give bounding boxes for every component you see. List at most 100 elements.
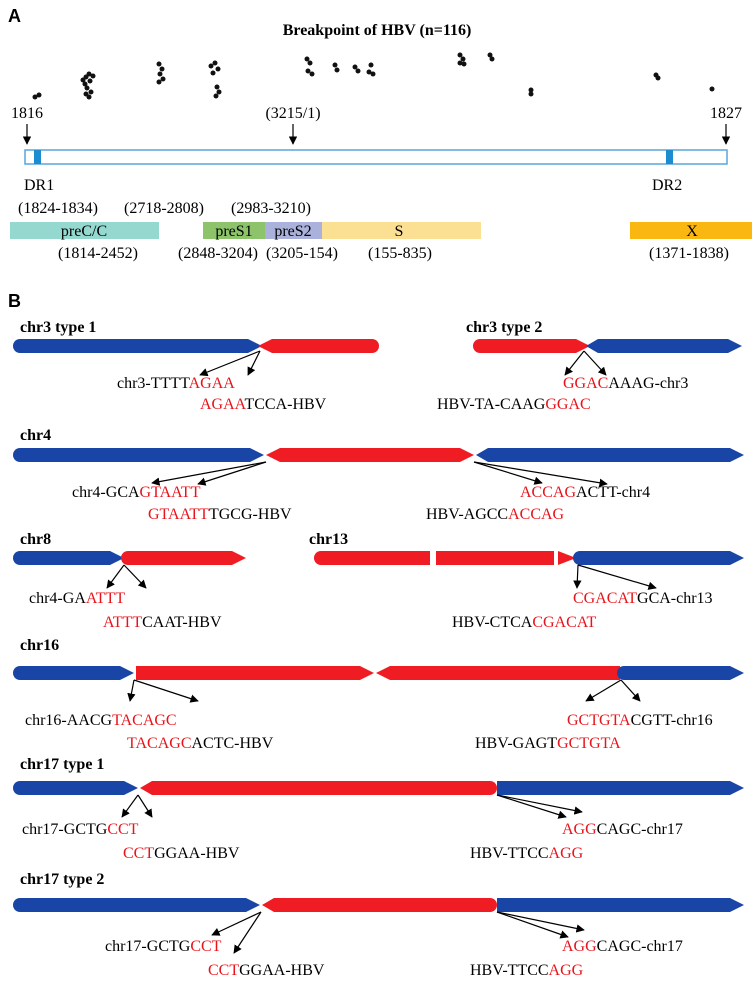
- gene-preCC-range: (1814-2452): [58, 245, 138, 262]
- junction-arrow: [496, 911, 569, 939]
- group-title: chr13: [309, 531, 348, 548]
- pos-right-label: 1827: [710, 105, 742, 122]
- hbv-segment: [136, 666, 374, 680]
- group-chr3-type2: chr3 type 2 GGACAAAG-chr3 HBV-TA-CAAGGGA…: [437, 319, 742, 413]
- hbv-segment: [258, 339, 379, 353]
- junction-seq-a: chr3-TTTTAGAA: [117, 375, 235, 392]
- group-title: chr17 type 1: [20, 756, 104, 773]
- junction-arrow: [573, 564, 582, 589]
- group-chr16: chr16 chr16-AACGTACAGC TACAGCACTC-HBV GC…: [13, 637, 744, 752]
- gene-preS1-range: (2848-3204): [178, 245, 258, 262]
- gene-S-block: [322, 222, 481, 239]
- junction-seq-d: HBV-TTCCAGG: [470, 962, 584, 979]
- group-chr17-type2: chr17 type 2 chr17-GCTGCCT CCTGGAA-HBV A…: [13, 871, 744, 979]
- junction-arrow: [247, 350, 261, 376]
- gene-X-name: X: [686, 223, 698, 240]
- junction-seq-b: AGAATCCA-HBV: [200, 396, 327, 413]
- preS1-top-range: (2718-2808): [124, 200, 204, 217]
- hbv-segment: [262, 898, 497, 912]
- junction-seq-a: chr17-GCTGCCT: [105, 938, 222, 955]
- chromosome-segment: [13, 448, 264, 462]
- group-chr3-type1: chr3 type 1 chr3-TTTTAGAA AGAATCCA-HBV: [13, 319, 379, 413]
- chromosome-segment: [497, 898, 744, 912]
- junction-seq-b: CCTGGAA-HBV: [123, 845, 240, 862]
- chromosome-segment: [586, 339, 742, 353]
- junction-seq-a: chr4-GAATTT: [29, 590, 125, 607]
- junction-arrow: [199, 350, 261, 377]
- panel-a-label: A: [8, 6, 21, 26]
- junction-arrow: [151, 461, 267, 486]
- group-chr13: chr13 CGACATGCA-chr13 HBV-CTCACGACAT: [309, 531, 744, 631]
- junction-seq-b: ATTTCAAT-HBV: [103, 614, 222, 631]
- junction-arrow: [123, 564, 147, 589]
- chromosome-segment: [13, 666, 134, 680]
- junction-arrow: [197, 461, 267, 486]
- junction-seq-c: GCTGTACGTT-chr16: [567, 712, 713, 729]
- chromosome-segment: [13, 339, 262, 353]
- hbv-segment: [266, 448, 474, 462]
- hbv-segment: [121, 551, 246, 565]
- junction-arrow: [620, 679, 641, 702]
- dr1-range: (1824-1834): [18, 200, 98, 217]
- junction-seq-a: CGACATGCA-chr13: [573, 590, 713, 607]
- chromosome-segment: [13, 551, 124, 565]
- gene-preCC-name: preC/C: [61, 223, 107, 240]
- junction-arrow: [577, 564, 657, 590]
- junction-arrow: [473, 461, 608, 487]
- junction-arrow: [496, 794, 567, 819]
- gene-preS1-name: preS1: [215, 223, 252, 240]
- hbv-segment: [376, 666, 620, 680]
- hbv-segment: [314, 551, 430, 565]
- group-chr17-type1: chr17 type 1 chr17-GCTGCCT CCTGGAA-HBV A…: [13, 756, 744, 862]
- dr2-marker: [666, 150, 673, 164]
- dr1-label: DR1: [24, 177, 54, 194]
- junction-arrow: [496, 911, 585, 933]
- group-title: chr17 type 2: [20, 871, 104, 888]
- preS2-top-range: (2983-3210): [231, 200, 311, 217]
- junction-arrow: [211, 911, 262, 936]
- panel-b-label: B: [8, 291, 21, 311]
- junction-seq-c: AGGCAGC-chr17: [562, 821, 683, 838]
- chromosome-segment: [573, 551, 744, 565]
- group-chr4: chr4 chr4-GCAGTAATT GTAATTTGCG-HBV ACCAG…: [13, 427, 744, 523]
- breakpoint-dots: [32, 52, 715, 100]
- junction-seq-a: chr16-AACGTACAGC: [25, 712, 177, 729]
- gene-S-name: S: [395, 223, 404, 240]
- junction-arrow: [106, 564, 125, 589]
- hbv-segment: [140, 781, 497, 795]
- pos-mid-label: (3215/1): [265, 105, 320, 122]
- group-title: chr8: [20, 531, 51, 548]
- junction-arrow: [473, 461, 543, 485]
- panel-a: A Breakpoint of HBV (n=116): [8, 6, 752, 262]
- junction-seq-b: TACAGCACTC-HBV: [127, 735, 274, 752]
- gene-preS2-name: preS2: [274, 223, 311, 240]
- junction-seq-a: chr17-GCTGCCT: [22, 821, 139, 838]
- gene-S-range: (155-835): [368, 245, 432, 262]
- junction-seq-d: HBV-GAGTGCTGTA: [475, 735, 621, 752]
- chromosome-segment: [13, 781, 138, 795]
- hbv-segment: [473, 339, 590, 353]
- dr1-marker: [34, 150, 41, 164]
- junction-arrow: [127, 679, 136, 702]
- junction-seq-a: chr4-GCAGTAATT: [72, 484, 201, 501]
- junction-seq-d: HBV-TTCCAGG: [470, 845, 584, 862]
- chromosome-segment: [497, 781, 744, 795]
- hbv-genome-bar: [24, 149, 728, 165]
- gene-preS1-block: [203, 222, 265, 239]
- group-title: chr3 type 2: [466, 319, 542, 336]
- group-title: chr4: [20, 427, 51, 444]
- junction-seq-c: AGGCAGC-chr17: [562, 938, 683, 955]
- junction-arrow: [496, 794, 583, 815]
- hbv-segment-tip: [558, 551, 576, 565]
- junction-seq-b: HBV-TA-CAAGGGAC: [437, 396, 591, 413]
- group-chr8: chr8 chr4-GAATTT ATTTCAAT-HBV: [13, 531, 246, 631]
- gene-X-block: [630, 222, 752, 239]
- junction-seq-c: ACCAGACTT-chr4: [520, 484, 650, 501]
- junction-arrow: [583, 350, 607, 376]
- junction-arrow: [121, 794, 139, 818]
- junction-seq-b: HBV-CTCACGACAT: [452, 614, 597, 631]
- chromosome-segment: [13, 898, 260, 912]
- hbv-segment: [436, 551, 554, 565]
- group-title: chr3 type 1: [20, 319, 96, 336]
